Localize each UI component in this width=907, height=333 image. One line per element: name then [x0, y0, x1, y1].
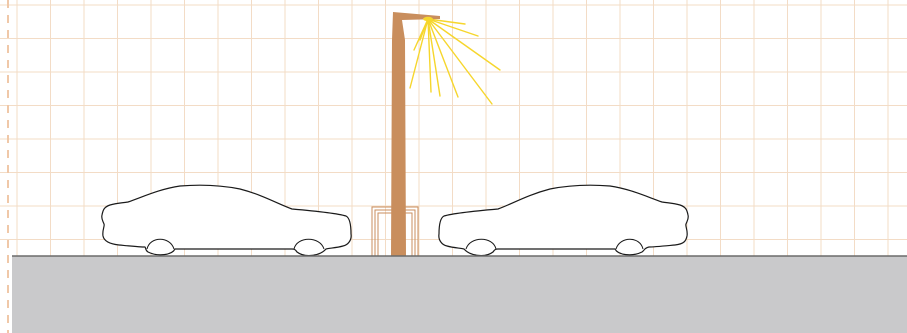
- lamp-head: [423, 17, 433, 21]
- ground: [12, 256, 907, 333]
